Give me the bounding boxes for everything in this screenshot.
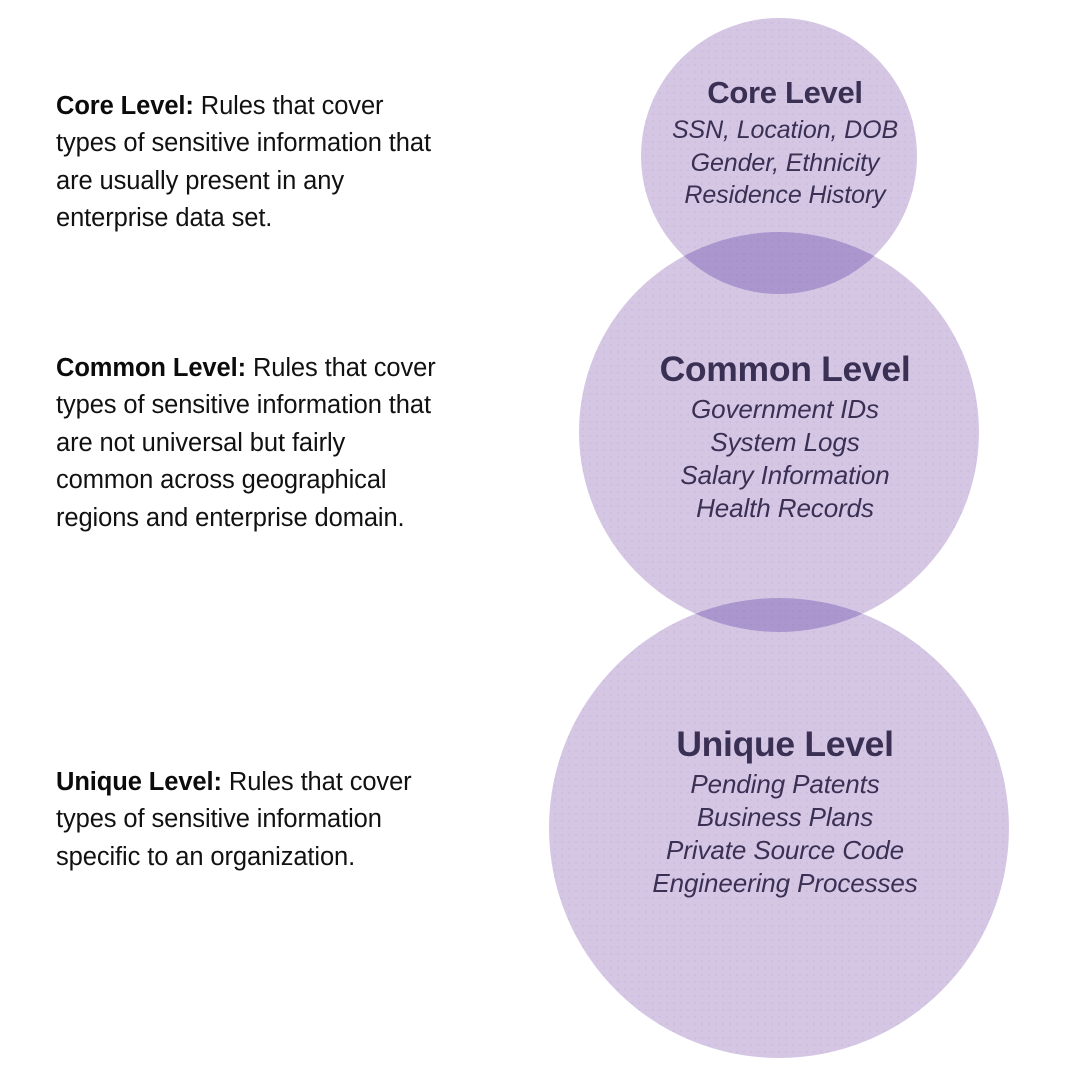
description-common-lead: Common Level:: [56, 353, 246, 382]
venn-diagram: Core Level SSN, Location, DOB Gender, Et…: [490, 0, 1080, 1080]
description-core-body: Rules that cover types of sensitive info…: [56, 91, 431, 233]
description-core: Core Level: Rules that cover types of se…: [56, 88, 448, 238]
venn-shapes: [549, 18, 1009, 1058]
circle-unique: [549, 598, 1009, 1058]
description-unique-lead: Unique Level:: [56, 767, 222, 796]
circle-core: [641, 18, 917, 294]
description-common-body: Rules that cover types of sensitive info…: [56, 353, 436, 532]
description-common: Common Level: Rules that cover types of …: [56, 350, 448, 538]
description-unique-body: Rules that cover types of sensitive info…: [56, 767, 412, 871]
circle-common: [579, 232, 979, 632]
description-core-lead: Core Level:: [56, 91, 194, 120]
description-unique: Unique Level: Rules that cover types of …: [56, 764, 448, 877]
descriptions-column: Core Level: Rules that cover types of se…: [56, 0, 456, 1080]
